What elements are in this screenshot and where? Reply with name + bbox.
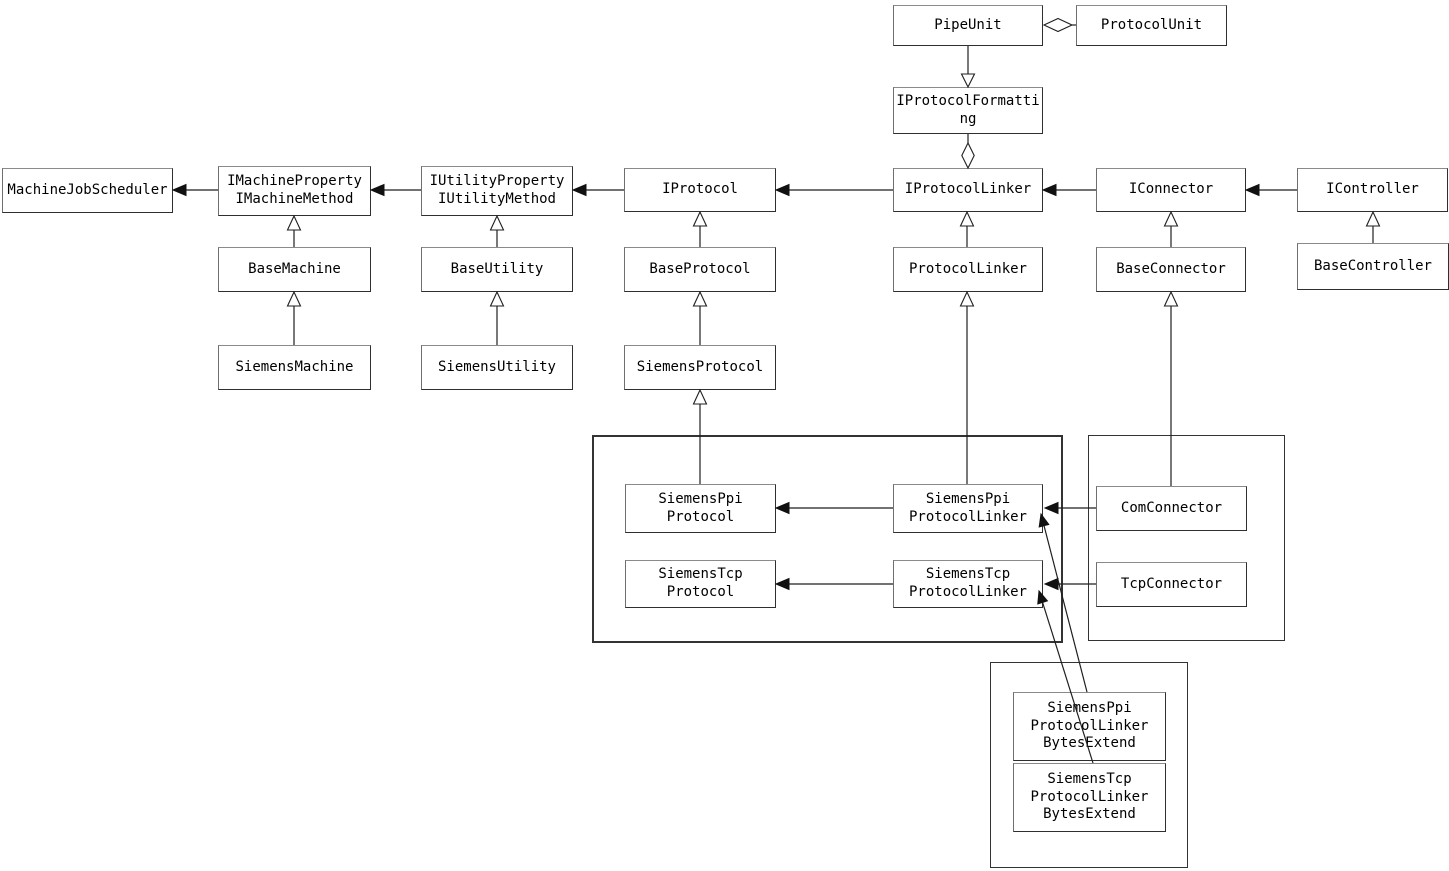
class-box-iconnector: IConnector bbox=[1096, 168, 1246, 212]
group-box-siemens-protocol-linkers bbox=[592, 435, 1063, 643]
class-box-iprotocollinker: IProtocolLinker bbox=[893, 168, 1043, 212]
class-box-icontroller: IController bbox=[1297, 168, 1448, 212]
inheritance-arrowhead bbox=[692, 388, 708, 405]
class-box-siemensmachine: SiemensMachine bbox=[218, 345, 371, 390]
group-box-connectors bbox=[1088, 435, 1285, 641]
association-arrowhead bbox=[1041, 183, 1057, 197]
edge-generalization-siemensprotocol-baseprotocol bbox=[692, 290, 708, 345]
edge-association-iprotocol-iutility bbox=[571, 183, 624, 197]
class-box-siemensppiprotocollinkerbytesextend: SiemensPpi ProtocolLinker BytesExtend bbox=[1013, 692, 1166, 761]
class-box-iprotocol: IProtocol bbox=[624, 168, 776, 212]
edge-generalization-baseutility-iutility bbox=[489, 214, 505, 247]
edge-generalization-pipeunit-iprotocolformatting bbox=[960, 46, 976, 89]
class-box-siemenstcpprotocollinker: SiemensTcp ProtocolLinker bbox=[893, 560, 1043, 608]
class-box-tcpconnector: TcpConnector bbox=[1096, 562, 1247, 607]
association-arrowhead bbox=[1244, 183, 1260, 197]
association-arrowhead bbox=[774, 183, 790, 197]
association-arrowhead bbox=[571, 183, 587, 197]
class-box-basecontroller: BaseController bbox=[1297, 243, 1449, 290]
inheritance-arrowhead bbox=[1163, 210, 1179, 227]
class-box-iprotocolformatting: IProtocolFormatti ng bbox=[893, 87, 1043, 134]
edge-aggregation-iprotocolformatting-iprotocollinker bbox=[961, 134, 975, 170]
aggregation-diamond bbox=[961, 141, 975, 170]
edge-association-iutility-imachine bbox=[369, 183, 421, 197]
inheritance-arrowhead bbox=[960, 73, 976, 89]
class-box-siemensppiprotocollinker: SiemensPpi ProtocolLinker bbox=[893, 484, 1043, 533]
edge-generalization-basecontroller-icontroller bbox=[1365, 210, 1381, 243]
association-arrowhead bbox=[369, 183, 385, 197]
inheritance-arrowhead bbox=[692, 210, 708, 227]
inheritance-arrowhead bbox=[1163, 290, 1179, 307]
edge-generalization-basemachine-imachine bbox=[286, 214, 302, 247]
class-box-siemenstcpprotocollinkerbytesextend: SiemensTcp ProtocolLinker BytesExtend bbox=[1013, 763, 1166, 832]
edge-association-icontroller-iconnector bbox=[1244, 183, 1297, 197]
inheritance-arrowhead bbox=[692, 290, 708, 307]
inheritance-arrowhead bbox=[1365, 210, 1381, 227]
edge-association-iprotocollinker-iprotocol bbox=[774, 183, 893, 197]
class-box-baseconnector: BaseConnector bbox=[1096, 247, 1246, 292]
inheritance-arrowhead bbox=[489, 214, 505, 231]
class-box-machinejobscheduler: MachineJobScheduler bbox=[2, 168, 173, 213]
edge-generalization-protocollinker-iprotocollinker bbox=[959, 210, 975, 247]
inheritance-arrowhead bbox=[489, 290, 505, 307]
edge-generalization-baseprotocol-iprotocol bbox=[692, 210, 708, 247]
edge-generalization-siemensmachine-basemachine bbox=[286, 290, 302, 345]
edge-generalization-siemensutility-baseutility bbox=[489, 290, 505, 345]
class-box-basemachine: BaseMachine bbox=[218, 247, 371, 292]
class-box-siemensutility: SiemensUtility bbox=[421, 345, 573, 390]
class-box-protocolunit: ProtocolUnit bbox=[1076, 5, 1227, 46]
class-box-baseutility: BaseUtility bbox=[421, 247, 573, 292]
inheritance-arrowhead bbox=[959, 290, 975, 307]
class-box-imachineproperty-imachinemethod: IMachineProperty IMachineMethod bbox=[218, 166, 371, 216]
edge-association-iconnector-iprotocollinker bbox=[1041, 183, 1096, 197]
class-box-iutilityproperty-iutilitymethod: IUtilityProperty IUtilityMethod bbox=[421, 166, 573, 216]
class-box-siemensprotocol: SiemensProtocol bbox=[624, 345, 776, 390]
edge-generalization-baseconnector-iconnector bbox=[1163, 210, 1179, 247]
inheritance-arrowhead bbox=[959, 210, 975, 227]
class-box-baseprotocol: BaseProtocol bbox=[624, 247, 776, 292]
aggregation-diamond bbox=[1042, 17, 1074, 33]
edge-aggregation-pipeunit-protocolunit bbox=[1042, 17, 1076, 33]
class-box-siemenstcpprotocol: SiemensTcp Protocol bbox=[625, 560, 776, 608]
inheritance-arrowhead bbox=[286, 214, 302, 231]
class-box-pipeunit: PipeUnit bbox=[893, 5, 1043, 46]
inheritance-arrowhead bbox=[286, 290, 302, 307]
class-box-siemensppiprotocol: SiemensPpi Protocol bbox=[625, 484, 776, 533]
class-box-protocollinker: ProtocolLinker bbox=[893, 247, 1043, 292]
edge-association-imachine-machinejobscheduler bbox=[171, 183, 218, 197]
association-arrowhead bbox=[171, 183, 187, 197]
class-box-comconnector: ComConnector bbox=[1096, 486, 1247, 531]
